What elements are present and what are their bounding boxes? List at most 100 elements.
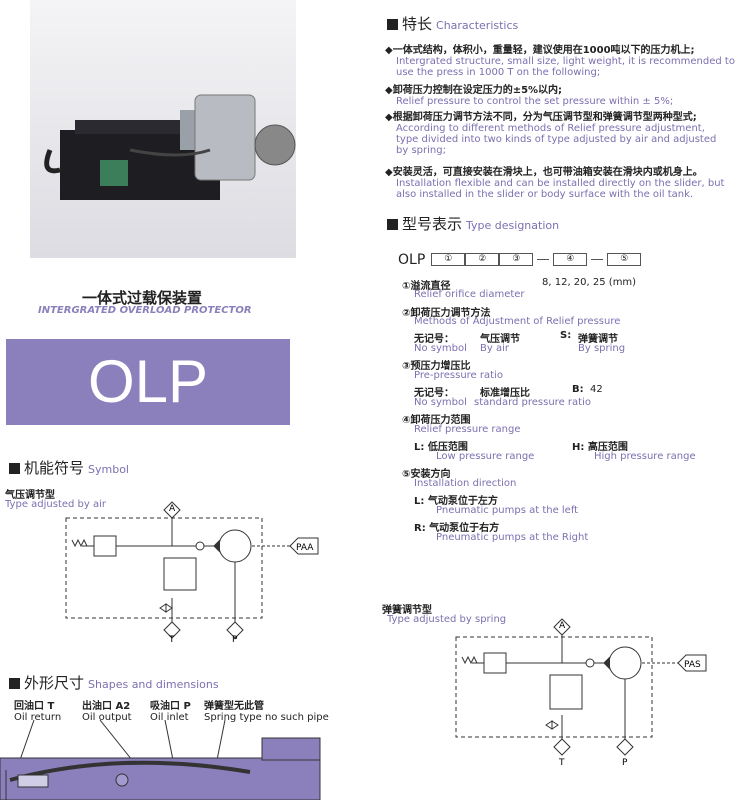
spring-port-a: A [559, 621, 566, 631]
code-box-1: ① [431, 253, 466, 266]
sec3-opt1-val: 标准增压比 [480, 388, 530, 399]
sec3-opt2-val: 42 [590, 384, 603, 395]
sec5-l-en: Pneumatic pumps at the left [436, 505, 579, 516]
oil-inlet-cn: 吸油口 P [150, 701, 191, 712]
char-item-2-en1: According to different methods of Relief… [396, 123, 705, 134]
shape-drawing [0, 720, 321, 800]
shape-label-2: 吸油口 P Oil inlet [150, 697, 191, 723]
sec4-l: L: 低压范围 [414, 442, 468, 453]
char-item-0: ◆一体式结构，体积小，重量轻，建议使用在1000吨以下的压力机上; Interg… [385, 41, 735, 78]
shapes-heading-en: Shapes and dimensions [88, 678, 219, 691]
code-box-5: ⑤ [607, 253, 642, 266]
sec3-opt1-val-en: standard pressure ratio [474, 397, 591, 408]
oil-inlet-en: Oil inlet [150, 712, 189, 723]
spring-port-t: T [558, 758, 565, 768]
body-outline [0, 757, 321, 800]
port-paa-label: PAA [296, 543, 314, 553]
char-item-2-en3: by spring; [396, 145, 446, 156]
sec4-title: ④卸荷压力范围 [402, 415, 471, 426]
char-item-2: ◆根据卸荷压力调节方法不同，分为气压调节型和弹簧调节型两种型式; Accordi… [385, 108, 716, 156]
port-t-label: T [168, 635, 175, 645]
sec5-r-en: Pneumatic pumps at the Right [436, 532, 589, 543]
sec3-title-en: Pre-pressure ratio [414, 370, 503, 381]
symbol-heading-en: Symbol [88, 463, 129, 476]
model-banner: OLP [6, 339, 290, 425]
sec1-title-en: Relief orifice diameter [414, 289, 525, 300]
char-item-2-en2: type divided into two kinds of type adju… [396, 134, 717, 145]
sec2-opt1-en: No symbol [414, 343, 467, 354]
char-item-0-en1: Intergrated structure, small size, light… [396, 56, 735, 67]
sec1-values: 8, 12, 20, 25 (mm) [542, 277, 637, 288]
sec2-opt2-val: 弹簧调节 [578, 334, 618, 345]
spring-type-cn: 弹簧调节型 [382, 605, 432, 616]
spring-schematic: A T P PAS [455, 618, 707, 768]
product-title-en: INTERGRATED OVERLOAD PROTECTOR [38, 305, 252, 316]
sec5-l: L: 气动泵位于左方 [414, 496, 498, 507]
air-type-cn: 气压调节型 [5, 490, 55, 501]
shapes-heading-cn: 外形尺寸 [24, 674, 85, 692]
port-pas-label: PAS [684, 660, 701, 670]
sec3-opt1-en: No symbol [414, 397, 467, 408]
product-photo [30, 0, 296, 258]
char-item-1-en1: Relief pressure to control the set press… [396, 96, 674, 107]
char-item-2-cn: ◆根据卸荷压力调节方法不同，分为气压调节型和弹簧调节型两种型式; [385, 112, 697, 123]
sec3-title: ③预压力增压比 [402, 361, 471, 372]
sec4-l-en: Low pressure range [436, 451, 535, 462]
sec4-h-en: High pressure range [594, 451, 696, 462]
sec2-opt1-val: 气压调节 [480, 334, 520, 345]
sec2-title-en: Methods of Adjustment of Relief pressure [414, 316, 621, 327]
air-type-en: Type adjusted by air [5, 499, 107, 510]
oil-return-cn: 回油口 T [14, 701, 55, 712]
char-item-3-en1: Installation flexible and can be install… [396, 178, 725, 189]
char-item-3-cn: ◆安装灵活，可直接安装在滑块上，也可带油箱安装在滑块内或机身上。 [385, 167, 703, 178]
char-item-0-en2: use the press in 1000 T on the following… [396, 67, 601, 78]
characteristics-heading-cn: 特长 [402, 15, 433, 33]
type-code: OLP [398, 251, 426, 268]
spring-no-pipe-cn: 弹簧型无此管 [204, 701, 264, 712]
symbol-heading-cn: 机能符号 [24, 459, 85, 477]
characteristics-heading-en: Characteristics [436, 19, 519, 32]
sec2-title: ②卸荷压力调节方法 [402, 308, 491, 319]
shape-label-0: 回油口 T Oil return [14, 697, 61, 723]
sec2-opt1: 无记号： [414, 334, 454, 345]
sec4-title-en: Relief pressure range [414, 424, 521, 435]
sec5-title: ⑤安装方向 [402, 469, 451, 480]
overload-protector-illustration [44, 94, 296, 200]
type-designation-heading-en: Type designation [466, 219, 560, 232]
sec3-opt2: B: [572, 384, 584, 395]
char-item-3-en2: also installed in the slider or body sur… [396, 189, 694, 200]
sec4-h: H: 高压范围 [572, 442, 628, 453]
oil-output-en: Oil output [82, 712, 132, 723]
product-title-cn: 一体式过载保装置 [82, 289, 203, 307]
code-box-4: ④ [553, 253, 588, 266]
port-p-label: P [232, 635, 238, 645]
code-box-2: ② [465, 253, 500, 266]
char-item-0-cn: ◆一体式结构，体积小，重量轻，建议使用在1000吨以下的压力机上; [385, 45, 695, 56]
spring-no-pipe-en: Spring type no such pipe [204, 712, 329, 723]
sec5-r: R: 气动泵位于右方 [414, 523, 500, 534]
port-a-label: A [169, 504, 176, 514]
model-text: OLP [87, 348, 209, 415]
sec3-opt1: 无记号： [414, 388, 454, 399]
shape-label-3: 弹簧型无此管 Spring type no such pipe [204, 697, 329, 723]
sec2-opt2: S: [560, 330, 572, 341]
char-item-1: ◆卸荷压力控制在设定压力的±5%以内; Relief pressure to c… [385, 81, 673, 107]
air-schematic: A T P PAA [65, 501, 319, 645]
oil-return-en: Oil return [14, 712, 62, 723]
sec2-opt2-val-en: By spring [578, 343, 626, 354]
sec1-title: ①溢流直径 [402, 281, 451, 292]
limit-switch [100, 160, 128, 186]
sec5-title-en: Installation direction [414, 478, 517, 489]
oil-output-cn: 出油口 A2 [82, 701, 131, 712]
spring-port-p: P [622, 758, 628, 768]
char-item-1-cn: ◆卸荷压力控制在设定压力的±5%以内; [385, 85, 563, 96]
spring-type-en: Type adjusted by spring [387, 614, 507, 625]
sec2-opt1-val-en: By air [480, 343, 509, 354]
type-designation-heading-cn: 型号表示 [402, 215, 463, 233]
char-item-3: ◆安装灵活，可直接安装在滑块上，也可带油箱安装在滑块内或机身上。 Install… [385, 163, 724, 200]
